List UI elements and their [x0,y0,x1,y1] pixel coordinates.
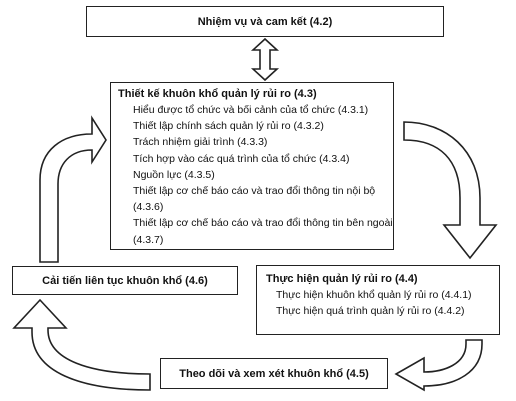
design-item: Nguồn lực (4.3.5) [133,168,215,181]
design-item: Thiết lập cơ chế báo cáo và trao đổi thô… [133,217,393,230]
improve-box: Cải tiến liên tục khuôn khổ (4.6) [12,266,238,295]
design-framework-box: Thiết kế khuôn khổ quản lý rủi ro (4.3) … [110,82,394,250]
arrow-monitor-to-improve [12,298,151,391]
design-item: (4.3.6) [133,201,164,214]
commitment-box: Nhiệm vụ và cam kết (4.2) [86,6,444,37]
implement-box: Thực hiện quản lý rủi ro (4.4) Thực hiện… [256,265,500,335]
design-title: Thiết kế khuôn khổ quản lý rủi ro (4.3) [118,88,317,100]
implement-item: Thực hiện quá trình quản lý rủi ro (4.4.… [276,305,465,318]
arrow-improve-to-design [39,115,107,263]
design-item: (4.3.7) [133,233,164,246]
arrow-design-to-implement [403,121,498,260]
arrow-implement-to-monitor [394,339,483,392]
implement-title: Thực hiện quản lý rủi ro (4.4) [266,273,418,285]
design-item: Thiết lập cơ chế báo cáo và trao đổi thô… [133,185,376,198]
improve-title: Cải tiến liên tục khuôn khổ (4.6) [42,274,208,287]
monitor-title: Theo dõi và xem xét khuôn khổ (4.5) [179,367,369,380]
design-item: Hiểu được tổ chức và bối cảnh của tổ chứ… [133,104,369,116]
design-item: Thiết lập chính sách quản lý rủi ro (4.3… [133,120,324,133]
double-arrow-commitment-design [250,37,280,82]
monitor-box: Theo dõi và xem xét khuôn khổ (4.5) [160,358,388,389]
design-item: Trách nhiệm giải trình (4.3.3) [133,136,268,149]
implement-item: Thực hiện khuôn khổ quản lý rủi ro (4.4.… [276,289,472,301]
commitment-title: Nhiệm vụ và cam kết (4.2) [197,15,333,28]
design-item: Tích hợp vào các quá trình của tổ chức (… [133,152,350,165]
